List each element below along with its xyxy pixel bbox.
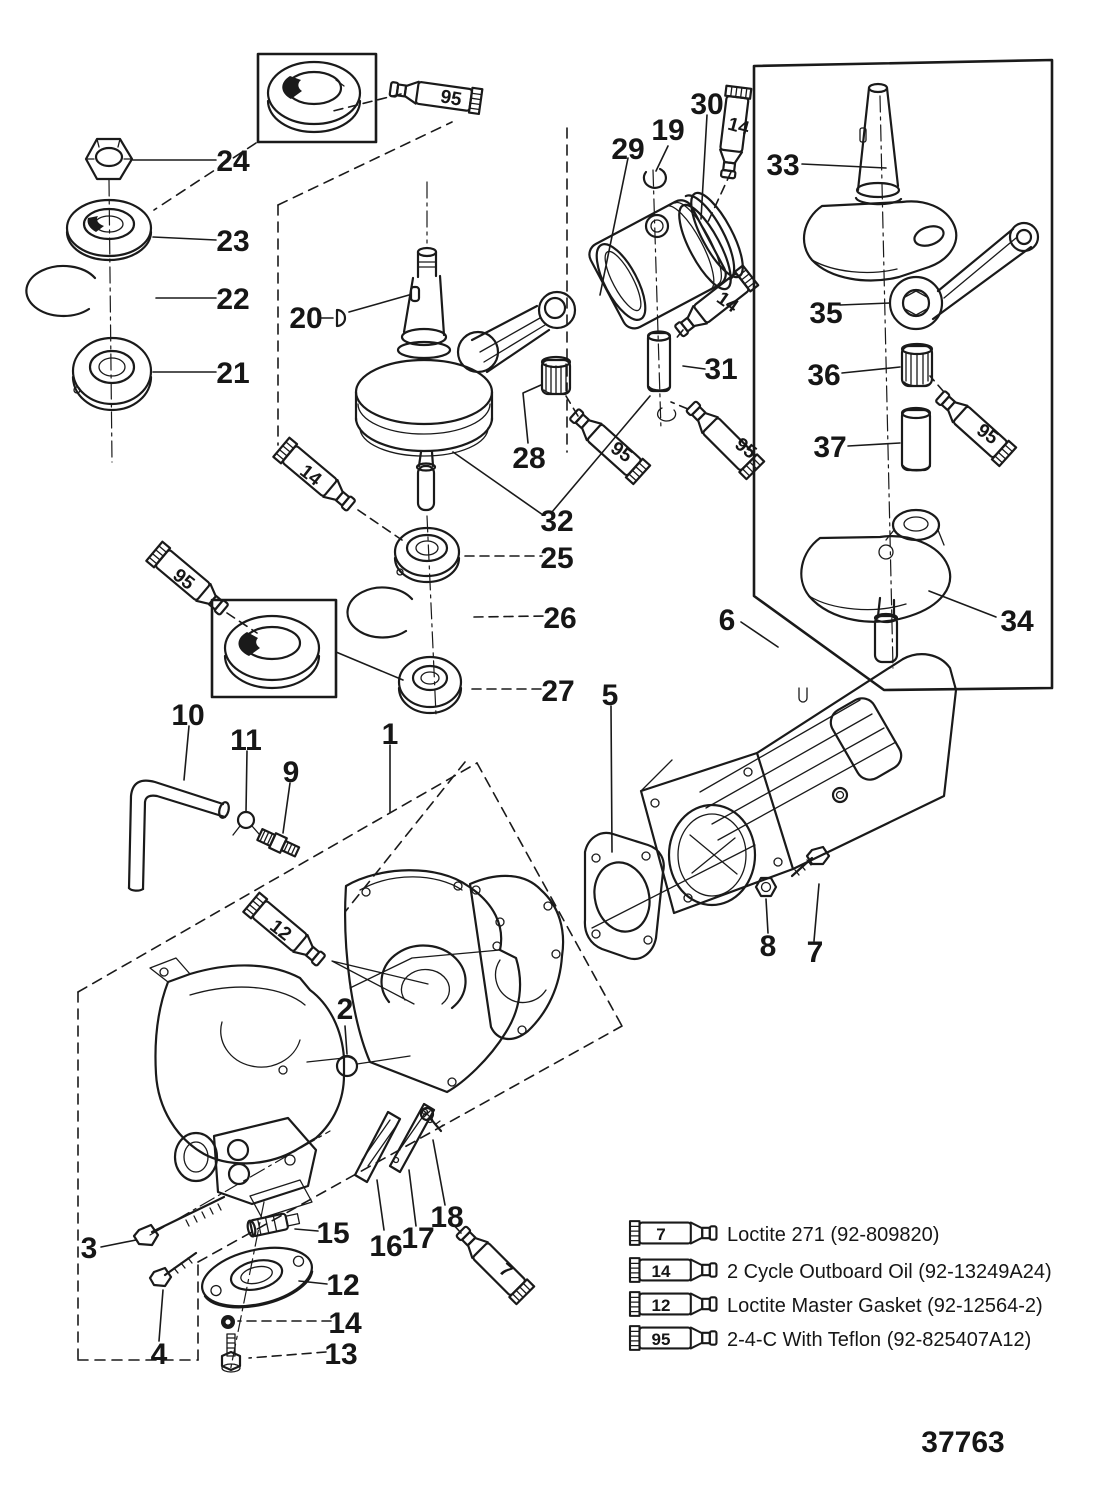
callout-2: 2 (337, 993, 354, 1026)
crankcase-front-cover (149, 957, 346, 1165)
part-2-plug (335, 1054, 411, 1078)
detail-box-upper-seal (256, 52, 378, 144)
part-15-check-valve (246, 1212, 301, 1238)
tube-7-reed-label: 7 (495, 1259, 517, 1282)
legend-tube-7: 7 (656, 1225, 665, 1244)
callout-4: 4 (151, 1338, 168, 1371)
part-18-screw (419, 1106, 444, 1133)
callout-29: 29 (611, 133, 644, 166)
part-32-crankshaft-assembly (354, 246, 577, 512)
legend: 7 Loctite 271 (92-809820) 14 2 Cycle Out… (628, 1220, 1052, 1351)
callout-18: 18 (430, 1201, 463, 1234)
part-1-crankcase-cylinder-assembly (344, 869, 565, 1094)
tube-95-top-left-label: 95 (439, 86, 464, 110)
part-11-clamp (232, 810, 260, 836)
callout-7: 7 (807, 936, 824, 969)
callout-35: 35 (809, 297, 842, 330)
part-22-circlip (25, 264, 97, 318)
part-33-crankshaft-upper-half (803, 82, 958, 282)
part-16-gasket-plate (353, 1110, 402, 1184)
part-28-needle-bearing (540, 355, 572, 396)
part-34-crankshaft-lower-half (800, 508, 952, 664)
part-8-nut (754, 876, 778, 898)
drawing-number: 37763 (921, 1426, 1004, 1459)
part-25-ball-bearing (393, 526, 461, 584)
legend-text-2-cycle-oil: 2 Cycle Outboard Oil (92-13249A24) (727, 1261, 1052, 1283)
part-31-piston-pin (646, 330, 677, 422)
callout-31: 31 (704, 353, 737, 386)
legend-text-loctite-271: Loctite 271 (92-809820) (727, 1224, 939, 1246)
part-10-hose (127, 779, 230, 892)
part-12-bearing-flange (200, 1246, 314, 1309)
callout-28: 28 (512, 442, 545, 475)
legend-text-master-gasket: Loctite Master Gasket (92-12564-2) (727, 1295, 1043, 1317)
part-7-bolt (790, 845, 831, 878)
callout-22: 22 (216, 283, 249, 316)
callout-12: 12 (326, 1269, 359, 1302)
callout-labels: 1 2 3 4 5 6 7 8 9 10 11 12 13 14 15 16 1… (81, 88, 1034, 1371)
callout-5: 5 (602, 679, 619, 712)
callout-1: 1 (382, 718, 399, 751)
callout-25: 25 (540, 542, 573, 575)
part-19-retaining-clip (642, 167, 667, 189)
tube-14-mid-label: 14 (712, 288, 742, 318)
callout-3: 3 (81, 1232, 98, 1265)
assembly-boundaries (77, 121, 623, 1361)
callout-32: 32 (540, 505, 573, 538)
callout-11: 11 (230, 724, 262, 757)
callout-20: 20 (289, 302, 322, 335)
callout-27: 27 (541, 675, 574, 708)
callout-10: 10 (171, 699, 204, 732)
callout-24: 24 (216, 145, 250, 178)
callout-14: 14 (328, 1307, 362, 1340)
callout-36: 36 (807, 359, 840, 392)
detail-panel-box (752, 58, 1054, 692)
part-13-bolt (220, 1333, 242, 1373)
part-4-bolt (148, 1251, 198, 1288)
detail-box-lower-seal (210, 598, 338, 699)
callout-8: 8 (760, 930, 777, 963)
callout-33: 33 (766, 149, 799, 182)
part-27-ball-bearing (397, 655, 463, 715)
callout-19: 19 (651, 114, 684, 147)
part-5-gasket (583, 831, 756, 961)
callout-21: 21 (216, 357, 249, 390)
tube-95-piston-label: 95 (731, 434, 761, 464)
part-3-bolt (132, 1195, 226, 1247)
part-36-needle-bearing (900, 342, 934, 388)
callout-17: 17 (401, 1222, 434, 1255)
callout-13: 13 (324, 1338, 357, 1371)
callout-16: 16 (369, 1230, 402, 1263)
legend-text-2-4-c-teflon: 2-4-C With Teflon (92-825407A12) (727, 1329, 1031, 1351)
callout-37: 37 (813, 431, 846, 464)
callout-34: 34 (1000, 605, 1034, 638)
part-20-plug (335, 308, 347, 328)
callout-9: 9 (283, 756, 300, 789)
tube-14-top-label: 14 (725, 114, 751, 140)
part-37-piston-pin (900, 406, 932, 472)
callout-15: 15 (316, 1217, 349, 1250)
leader-lines (100, 93, 997, 1359)
legend-tube-14: 14 (652, 1262, 671, 1281)
part-23-seal-washer (65, 198, 153, 262)
part-9-fitting (256, 828, 301, 858)
fuel-pump-assembly (173, 1116, 318, 1219)
part-21-bearing (71, 336, 153, 412)
callout-23: 23 (216, 225, 249, 258)
part-35-connecting-rod (888, 221, 1040, 331)
callout-26: 26 (543, 602, 576, 635)
callout-6: 6 (719, 604, 736, 637)
legend-tube-12: 12 (652, 1296, 671, 1315)
callout-30: 30 (690, 88, 723, 121)
part-24-nut (84, 137, 134, 181)
part-6-cylinder-block (639, 653, 958, 915)
part-14-washer (221, 1315, 235, 1329)
part-26-circlip (346, 586, 414, 639)
legend-tube-95: 95 (652, 1330, 671, 1349)
